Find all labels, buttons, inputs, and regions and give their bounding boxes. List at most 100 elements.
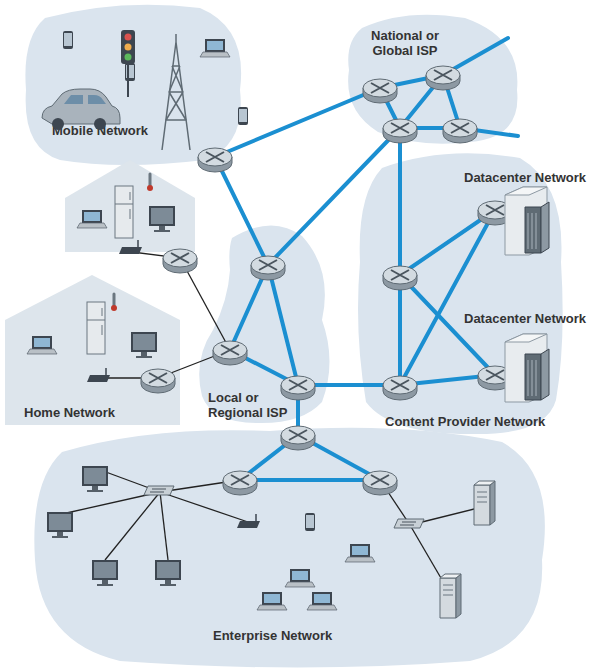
region-shape bbox=[358, 153, 563, 434]
link bbox=[298, 383, 400, 387]
link bbox=[400, 126, 460, 130]
link bbox=[380, 75, 443, 88]
link bbox=[268, 128, 400, 265]
laptop bbox=[257, 592, 287, 610]
link bbox=[400, 375, 495, 385]
link bbox=[230, 265, 268, 350]
desktop-computer bbox=[92, 560, 118, 586]
traffic-light-amber bbox=[125, 44, 132, 51]
mobile-network-region: Mobile Network bbox=[20, 3, 248, 168]
backbone-links bbox=[215, 38, 518, 480]
region-shape bbox=[25, 5, 241, 165]
datacenter bbox=[505, 187, 549, 255]
wire bbox=[160, 492, 248, 522]
link bbox=[398, 275, 402, 385]
isp-region: National or Global ISP bbox=[340, 8, 525, 150]
desktop-computer bbox=[149, 206, 175, 232]
link bbox=[268, 265, 298, 385]
link bbox=[443, 38, 508, 75]
router bbox=[363, 471, 397, 495]
region-shape bbox=[348, 15, 517, 144]
region-outline bbox=[20, 3, 248, 168]
link bbox=[215, 157, 268, 265]
car-windows bbox=[64, 95, 106, 104]
cell-tower bbox=[162, 34, 190, 150]
wire bbox=[410, 525, 445, 585]
refrigerator bbox=[87, 302, 105, 354]
link bbox=[495, 210, 515, 215]
wire bbox=[62, 492, 160, 514]
router bbox=[383, 376, 417, 400]
laptop bbox=[345, 544, 375, 562]
network-label: National or Global ISP bbox=[365, 28, 445, 58]
car-body bbox=[42, 89, 120, 124]
enterprise-network-region: Enterprise Network bbox=[28, 418, 558, 671]
ethernet-switch bbox=[144, 486, 174, 495]
router bbox=[426, 66, 460, 90]
refrigerator bbox=[115, 186, 133, 238]
desktop-computer bbox=[82, 466, 108, 492]
traffic-light-pole bbox=[127, 62, 129, 97]
smartphone bbox=[238, 107, 248, 125]
wire bbox=[105, 492, 160, 560]
router bbox=[251, 256, 285, 280]
server bbox=[440, 574, 461, 618]
cable-modem bbox=[87, 368, 110, 382]
network-label: Enterprise Network bbox=[213, 628, 332, 643]
router bbox=[383, 266, 417, 290]
cable-modem bbox=[119, 240, 142, 254]
datacenter-group: Datacenter Network bbox=[460, 308, 592, 403]
tablet bbox=[305, 513, 315, 531]
network-label: Mobile Network bbox=[52, 123, 148, 138]
network-label: Datacenter Network bbox=[464, 170, 586, 185]
link bbox=[400, 275, 495, 375]
desktop-computer bbox=[47, 512, 73, 538]
link bbox=[240, 435, 298, 480]
laptop bbox=[27, 336, 57, 354]
network-label: Content Provider Network bbox=[385, 414, 545, 429]
home-network-house: Home Network bbox=[5, 273, 182, 427]
link bbox=[460, 128, 518, 136]
desktop-computer bbox=[155, 560, 181, 586]
router bbox=[281, 426, 315, 450]
router bbox=[141, 369, 175, 393]
wire bbox=[132, 252, 180, 258]
content-provider-region: Content Provider Network Datacenter Netwo… bbox=[355, 145, 592, 437]
datacenter-group: Datacenter Network bbox=[460, 166, 592, 261]
wire bbox=[158, 350, 230, 378]
datacenter bbox=[505, 334, 549, 402]
router bbox=[213, 341, 247, 365]
tower-legs bbox=[162, 42, 190, 150]
link bbox=[400, 210, 495, 385]
wire bbox=[180, 258, 230, 350]
laptop bbox=[285, 569, 315, 587]
traffic-light-box bbox=[121, 30, 135, 64]
router bbox=[281, 376, 315, 400]
server bbox=[474, 481, 495, 525]
smartphone bbox=[125, 63, 135, 81]
car bbox=[42, 89, 120, 130]
region-outline bbox=[5, 273, 182, 427]
house-outline bbox=[65, 160, 195, 252]
laptop bbox=[200, 39, 230, 57]
network-label: Local or Regional ISP bbox=[208, 390, 296, 420]
smartphone bbox=[63, 31, 73, 49]
wire bbox=[95, 468, 160, 492]
isp-region: Local or Regional ISP bbox=[195, 215, 340, 427]
link bbox=[240, 478, 380, 482]
link bbox=[380, 88, 400, 128]
link bbox=[398, 128, 402, 275]
laptop bbox=[77, 210, 107, 228]
network-label: Home Network bbox=[24, 405, 115, 420]
traffic-light-green bbox=[125, 54, 132, 61]
car-wheel bbox=[94, 118, 106, 130]
link bbox=[400, 210, 495, 275]
wire bbox=[100, 377, 158, 378]
wire bbox=[160, 480, 240, 492]
router bbox=[363, 79, 397, 103]
traffic-light bbox=[121, 30, 135, 97]
region-outline bbox=[355, 145, 592, 437]
router bbox=[443, 119, 477, 143]
